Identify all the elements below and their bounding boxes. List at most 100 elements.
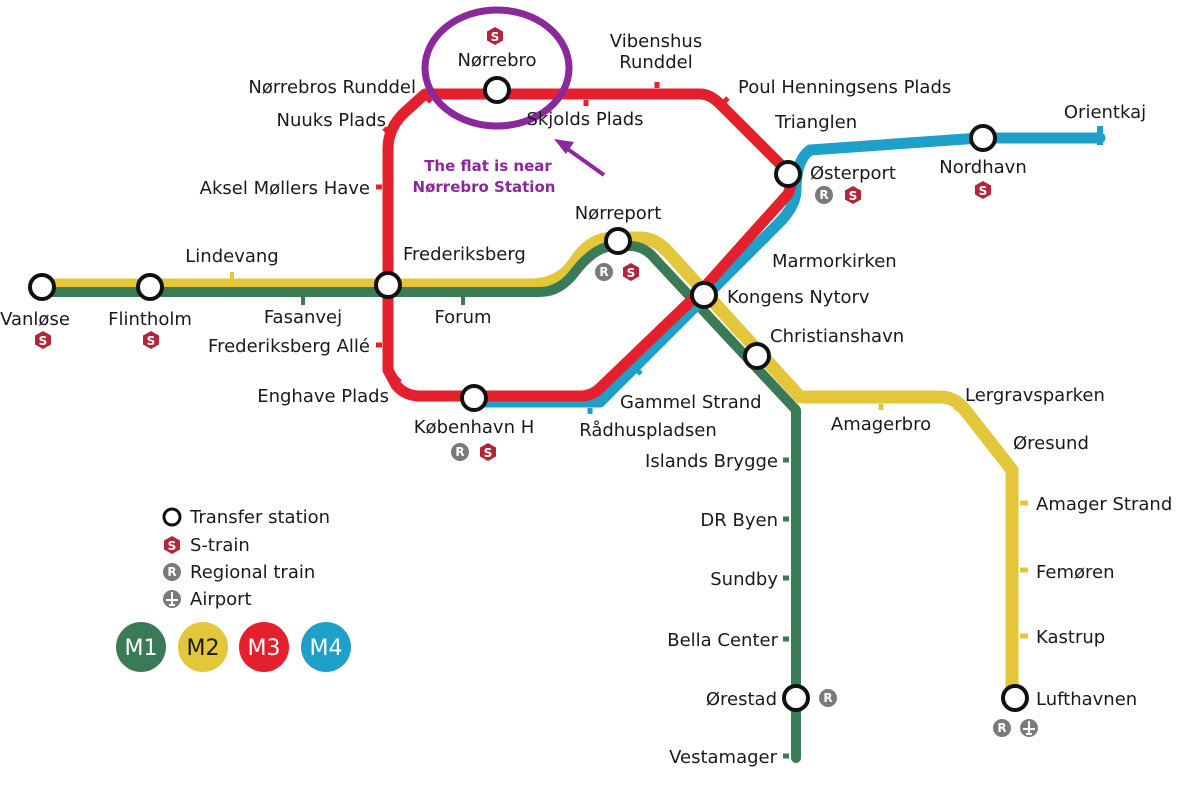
s-train-icon: S bbox=[845, 186, 861, 204]
station-labels: Vanløse Flintholm Lindevang Fasanvej Fre… bbox=[0, 31, 1172, 768]
s-train-icon: S bbox=[487, 27, 503, 45]
label-kongens-nytorv: Kongens Nytorv bbox=[727, 287, 870, 308]
station-vanlose bbox=[28, 273, 56, 301]
label-enghave-plads: Enghave Plads bbox=[257, 386, 389, 407]
label-lergravsparken: Lergravsparken bbox=[965, 385, 1105, 406]
legend-m4-badge: M4 bbox=[301, 622, 351, 672]
label-nuuks-plads: Nuuks Plads bbox=[277, 110, 387, 131]
label-aksel-mollers-have: Aksel Møllers Have bbox=[200, 178, 370, 199]
svg-text:M1: M1 bbox=[125, 636, 158, 661]
svg-text:R: R bbox=[167, 565, 176, 579]
label-frederiksberg-alle: Frederiksberg Allé bbox=[208, 336, 370, 357]
station-kongens-nytorv bbox=[690, 281, 718, 309]
label-orestad: Ørestad bbox=[706, 689, 777, 710]
legend-airport-label: Airport bbox=[190, 589, 252, 610]
station-lufthavnen bbox=[1001, 684, 1029, 712]
legend-airport-icon bbox=[163, 590, 181, 608]
station-frederiksberg bbox=[374, 271, 402, 299]
legend: Transfer station S S-train R Regional tr… bbox=[116, 507, 351, 672]
label-gammel-strand: Gammel Strand bbox=[620, 392, 762, 413]
highlight-arrow-icon bbox=[554, 139, 606, 177]
legend-m3-badge: M3 bbox=[239, 622, 289, 672]
label-christianshavn: Christianshavn bbox=[770, 326, 904, 347]
legend-s-train-label: S-train bbox=[190, 535, 250, 556]
svg-text:R: R bbox=[823, 691, 832, 705]
label-orientkaj: Orientkaj bbox=[1064, 102, 1146, 123]
label-norrebro: Nørrebro bbox=[457, 50, 536, 71]
label-marmorkirken: Marmorkirken bbox=[772, 251, 897, 272]
regional-train-icon: R bbox=[819, 689, 837, 707]
m1-line bbox=[37, 241, 801, 763]
annotation-line-1: The flat is near bbox=[424, 157, 552, 175]
svg-text:R: R bbox=[819, 188, 828, 202]
label-norreport: Nørreport bbox=[575, 203, 662, 224]
svg-text:M2: M2 bbox=[187, 636, 220, 661]
label-vibenshus-line-2: Runddel bbox=[619, 52, 692, 73]
s-train-icon: S bbox=[623, 263, 639, 281]
service-icons: S S S S S S S R R R R R bbox=[35, 27, 1038, 737]
label-flintholm: Flintholm bbox=[108, 309, 192, 330]
svg-text:R: R bbox=[455, 445, 464, 459]
s-train-icon: S bbox=[975, 181, 991, 199]
label-amager-strand: Amager Strand bbox=[1036, 494, 1172, 515]
legend-transfer-label: Transfer station bbox=[189, 507, 330, 528]
label-osterport: Østerport bbox=[810, 163, 896, 184]
label-fasanvej: Fasanvej bbox=[264, 307, 342, 328]
label-vibenshus-line-1: Vibenshus bbox=[610, 31, 702, 52]
svg-text:S: S bbox=[168, 539, 177, 553]
legend-s-train-icon: S bbox=[164, 536, 180, 554]
legend-m2-badge: M2 bbox=[178, 622, 228, 672]
airport-icon bbox=[1020, 719, 1038, 737]
regional-train-icon: R bbox=[815, 186, 833, 204]
s-train-icon: S bbox=[35, 331, 51, 349]
svg-text:M3: M3 bbox=[248, 636, 281, 661]
annotation-line-2: Nørrebro Station bbox=[413, 178, 556, 196]
legend-regional-label: Regional train bbox=[190, 562, 315, 583]
regional-train-icon: R bbox=[595, 263, 613, 281]
label-bella-center: Bella Center bbox=[667, 630, 778, 651]
regional-train-icon: R bbox=[993, 719, 1011, 737]
svg-text:S: S bbox=[147, 334, 156, 348]
legend-m1-badge: M1 bbox=[116, 622, 166, 672]
s-train-icon: S bbox=[480, 443, 496, 461]
svg-text:M4: M4 bbox=[310, 636, 343, 661]
label-lindevang: Lindevang bbox=[185, 246, 278, 267]
label-femoren: Femøren bbox=[1036, 562, 1114, 583]
legend-regional-icon: R bbox=[163, 563, 181, 581]
m2-line bbox=[35, 231, 1019, 707]
station-ticks bbox=[230, 82, 1028, 759]
s-train-icon: S bbox=[143, 331, 159, 349]
label-amagerbro: Amagerbro bbox=[831, 414, 931, 435]
station-orestad bbox=[782, 684, 810, 712]
svg-text:S: S bbox=[39, 334, 48, 348]
svg-text:S: S bbox=[491, 30, 500, 44]
label-kobenhavn-h: København H bbox=[414, 417, 534, 438]
station-osterport bbox=[774, 160, 802, 188]
label-sundby: Sundby bbox=[710, 569, 778, 590]
label-dr-byen: DR Byen bbox=[700, 510, 778, 531]
svg-text:S: S bbox=[849, 189, 858, 203]
station-kobenhavn-h bbox=[460, 384, 488, 412]
label-poul-henningsens-plads: Poul Henningsens Plads bbox=[738, 77, 951, 98]
station-christianshavn bbox=[743, 342, 771, 370]
label-frederiksberg: Frederiksberg bbox=[403, 244, 526, 265]
m4-line bbox=[469, 132, 1106, 408]
label-norrebros-runddel: Nørrebros Runddel bbox=[248, 77, 416, 98]
label-kastrup: Kastrup bbox=[1036, 627, 1105, 648]
legend-transfer-icon bbox=[162, 507, 182, 527]
label-forum: Forum bbox=[434, 307, 491, 328]
svg-text:S: S bbox=[979, 184, 988, 198]
station-norrebro bbox=[483, 76, 511, 104]
label-oresund: Øresund bbox=[1013, 433, 1089, 454]
station-norreport bbox=[604, 227, 632, 255]
highlight-circle bbox=[421, 6, 573, 130]
label-radhuspladsen: Rådhuspladsen bbox=[579, 420, 717, 441]
label-skjolds-plads: Skjolds Plads bbox=[526, 109, 643, 130]
label-vestamager: Vestamager bbox=[669, 747, 778, 768]
station-flintholm bbox=[136, 273, 164, 301]
label-islands-brygge: Islands Brygge bbox=[645, 451, 778, 472]
svg-text:R: R bbox=[599, 265, 608, 279]
svg-text:R: R bbox=[997, 721, 1006, 735]
label-vanlose: Vanløse bbox=[0, 309, 70, 330]
